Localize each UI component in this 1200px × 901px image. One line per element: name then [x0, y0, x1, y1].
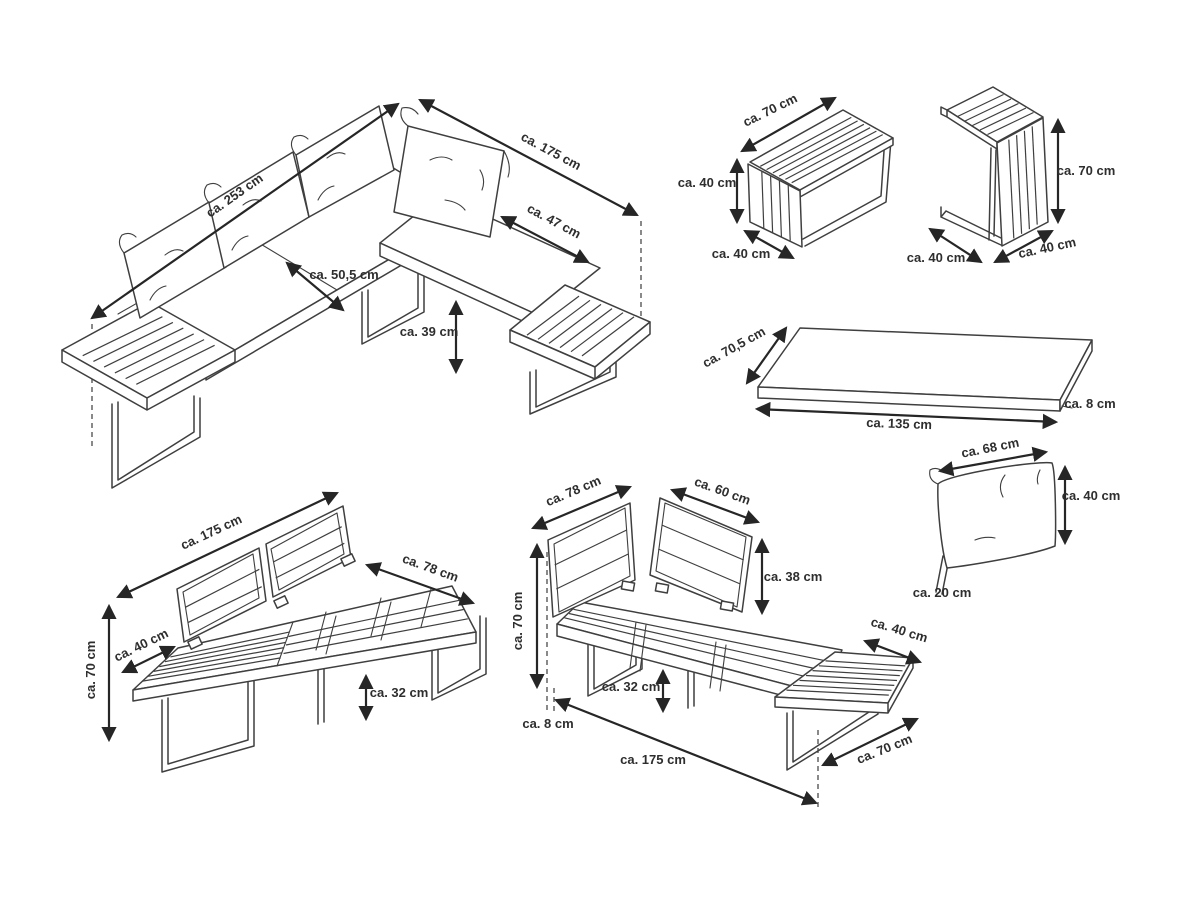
sofa-left-table-edge	[61, 349, 236, 411]
seat-pad-length-label: ca. 135 cm	[866, 415, 932, 432]
side-table-width-arrow	[993, 229, 1054, 264]
sofa-right-table-slats	[526, 295, 635, 357]
back-cushion-drawing: ca. 68 cm ca. 40 cm ca. 20 cm	[913, 435, 1121, 600]
sofa-right-table-edge	[509, 321, 651, 380]
bench-right-panel-2-slats	[658, 524, 744, 585]
sofa-seat-height-label: ca. 39 cm	[400, 324, 459, 339]
bench-right-end-width-label: ca. 70 cm	[854, 731, 914, 767]
side-table-drawing: ca. 70 cm ca. 40 cm ca. 40 cm	[907, 86, 1116, 265]
sofa-seat-depth-arrow	[285, 261, 345, 312]
sofa-left-table-slats	[82, 316, 215, 385]
seat-pad-drawing: ca. 70,5 cm ca. 135 cm ca. 8 cm	[700, 324, 1116, 432]
side-table-height-label: ca. 70 cm	[1057, 163, 1116, 178]
bench-right-frame-thickness-label: ca. 8 cm	[522, 716, 573, 731]
bench-right-length-label: ca. 175 cm	[620, 752, 686, 767]
coffee-table-width-arrow	[740, 96, 837, 153]
seat-pad-depth-label: ca. 70,5 cm	[700, 324, 768, 371]
bench-right-end-width-arrow	[821, 717, 919, 767]
coffee-table-drawing: ca. 70 cm ca. 40 cm ca. 40 cm	[678, 90, 894, 261]
bench-left-shelf-depth-label: ca. 40 cm	[111, 625, 170, 664]
sofa-left-table-leg	[111, 395, 201, 489]
side-table-width-label: ca. 40 cm	[1017, 234, 1077, 261]
side-table-foot-depth-label: ca. 40 cm	[907, 250, 966, 265]
bench-right-panel-1-slats	[554, 529, 629, 590]
side-table-foot	[940, 206, 1002, 246]
bench-right-backrest-left-arrow	[531, 485, 632, 530]
bench-right-backrest-panel-1	[547, 502, 636, 618]
bench-right-length-arrow	[553, 697, 819, 806]
bench-left-drawing: ca. 175 cm ca. 78 cm ca. 40 cm ca. 70 cm…	[83, 491, 487, 773]
side-table-side-slats	[1008, 126, 1038, 239]
bench-left-shelf-slats	[142, 631, 290, 682]
bench-left-front-leg	[161, 673, 255, 773]
sofa-back-length-arrow	[90, 102, 400, 320]
bench-left-shelf-border	[276, 621, 294, 667]
bench-left-length-arrow	[116, 491, 339, 599]
bench-right-hinges	[620, 580, 735, 612]
back-cushion-wrinkles	[929, 467, 1041, 541]
bench-left-platform-edge	[132, 631, 477, 702]
back-cushion-gusset-label: ca. 20 cm	[913, 585, 972, 600]
bench-right-shelf-depth-arrow	[862, 638, 923, 665]
bench-right-backrest-left-label: ca. 78 cm	[543, 473, 603, 510]
bench-right-shelf-depth-label: ca. 40 cm	[869, 614, 929, 645]
bench-left-depth-arrow	[364, 562, 476, 606]
coffee-table-depth-arrow	[743, 229, 795, 260]
bench-left-height-label: ca. 70 cm	[83, 641, 98, 700]
bench-right-height-label: ca. 70 cm	[510, 592, 525, 651]
corner-sofa-drawing: ca. 253 cm ca. 175 cm ca. 47 cm ca. 50,5…	[61, 98, 651, 489]
bench-left-shelf-depth-arrow	[121, 645, 176, 674]
sofa-side-length-arrow	[418, 98, 639, 217]
back-cushion-width-label: ca. 68 cm	[960, 435, 1020, 461]
seat-pad-end	[1059, 339, 1093, 412]
coffee-table-leg-frame	[802, 135, 892, 247]
bench-left-length-label: ca. 175 cm	[178, 511, 244, 552]
bench-right-drawing: ca. 78 cm ca. 60 cm ca. 38 cm ca. 70 cm …	[510, 473, 930, 807]
back-cushion-height-label: ca. 40 cm	[1062, 488, 1121, 503]
bench-right-backrest-height-label: ca. 38 cm	[764, 569, 823, 584]
bench-left-frame-rails	[283, 599, 468, 655]
bench-right-backrest-right-arrow	[669, 487, 761, 525]
coffee-table-height-label: ca. 40 cm	[678, 175, 737, 190]
bench-right-seat-height-label: ca. 32 cm	[602, 679, 661, 694]
sofa-cushion-depth-arrow	[500, 216, 590, 263]
bench-left-crossbars	[315, 588, 432, 655]
seat-pad-thickness-label: ca. 8 cm	[1064, 396, 1115, 411]
seat-pad-length-arrow	[754, 401, 1059, 430]
sofa-cushion-depth-label: ca. 47 cm	[525, 201, 584, 242]
bench-right-backrest-right-label: ca. 60 cm	[692, 474, 752, 508]
bench-right-frame-rails	[564, 608, 834, 682]
bench-left-right-leg	[431, 615, 487, 701]
bench-right-crossbars	[629, 621, 727, 692]
side-table-foot-depth-arrow	[928, 227, 983, 264]
back-cushion-width-arrow	[937, 446, 1049, 477]
side-table-top-slats	[957, 93, 1034, 136]
side-table-spine	[988, 147, 997, 241]
bench-left-hinges	[187, 553, 356, 650]
sofa-seat-depth-label: ca. 50,5 cm	[309, 267, 378, 282]
bench-left-seat-height-label: ca. 32 cm	[370, 685, 429, 700]
seat-pad-depth-arrow	[745, 326, 788, 385]
seat-pad-thickness-leader	[1061, 405, 1073, 409]
bench-right-backrest-panel-2-frame	[655, 502, 747, 608]
sofa-side-length-label: ca. 175 cm	[519, 129, 584, 173]
coffee-table-side-panel	[747, 163, 803, 248]
bench-left-middle-post	[317, 665, 325, 725]
coffee-table-depth-label: ca. 40 cm	[712, 246, 771, 261]
